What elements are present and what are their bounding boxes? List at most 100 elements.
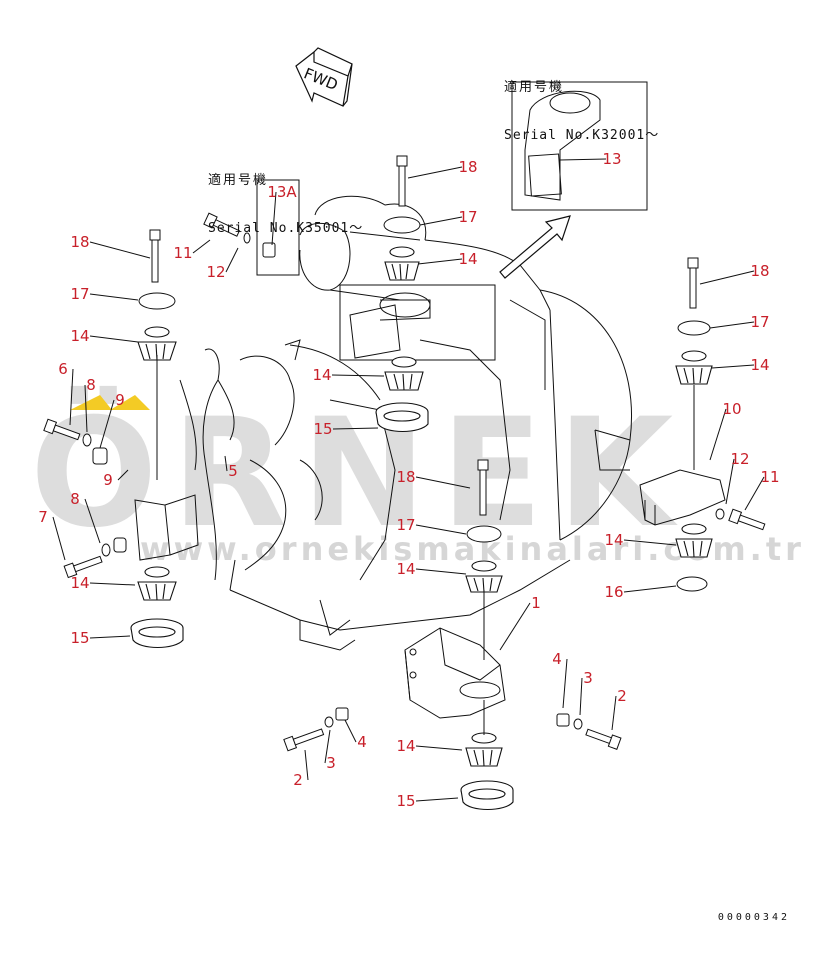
callout-11: 11 bbox=[173, 244, 192, 262]
collar-9-upper bbox=[92, 447, 108, 465]
callout-12: 12 bbox=[730, 450, 749, 468]
engine-outline bbox=[134, 81, 726, 719]
leader-line bbox=[709, 408, 727, 461]
callout-14: 14 bbox=[70, 574, 89, 592]
leader-line bbox=[89, 335, 139, 343]
collar-4-left bbox=[335, 707, 349, 721]
leader-line bbox=[419, 216, 463, 226]
rubber-mounts bbox=[130, 246, 713, 811]
washer-17-right bbox=[677, 320, 711, 336]
leader-line bbox=[225, 247, 239, 273]
part-13-box bbox=[339, 284, 496, 361]
watermark-accent-right bbox=[110, 395, 150, 410]
washer-16 bbox=[676, 576, 708, 592]
callout-17: 17 bbox=[70, 285, 89, 303]
serial-note-k35001-line2: Serial No.K35001～ bbox=[208, 221, 364, 236]
mount-14-c bbox=[384, 356, 424, 391]
bolt-6 bbox=[43, 418, 81, 441]
leader-line bbox=[304, 749, 309, 781]
leader-line bbox=[415, 476, 471, 489]
fwd-arrow-icon: FWD bbox=[295, 47, 353, 107]
leader-line bbox=[332, 427, 379, 430]
callout-12: 12 bbox=[206, 263, 225, 281]
leader-line bbox=[415, 568, 467, 575]
leader-line bbox=[52, 516, 66, 561]
callout-4: 4 bbox=[552, 650, 562, 668]
callout-3: 3 bbox=[583, 669, 593, 687]
leader-line bbox=[623, 539, 677, 546]
bolts bbox=[43, 155, 766, 752]
washer-8-top bbox=[82, 433, 92, 447]
callout-18: 18 bbox=[396, 468, 415, 486]
leader-line bbox=[415, 745, 463, 751]
callout-14: 14 bbox=[458, 250, 477, 268]
mount-14-b bbox=[137, 326, 177, 361]
leader-line bbox=[89, 635, 131, 639]
callout-16: 16 bbox=[604, 583, 623, 601]
mount-14-g bbox=[675, 523, 713, 558]
collar-9-lower bbox=[113, 537, 127, 553]
inset-pointer-arrow-icon bbox=[499, 215, 571, 279]
bolt-18-center bbox=[477, 459, 489, 516]
callout-5: 5 bbox=[228, 462, 238, 480]
leader-lines bbox=[52, 158, 765, 802]
leader-line bbox=[344, 719, 357, 743]
callout-1: 1 bbox=[531, 594, 541, 612]
leader-line bbox=[99, 399, 115, 449]
callout-13: 13 bbox=[602, 150, 621, 168]
bolt-11-top bbox=[203, 212, 241, 237]
bolt-2-right bbox=[585, 728, 622, 750]
callout-15: 15 bbox=[70, 629, 89, 647]
leader-line bbox=[415, 524, 467, 535]
callout-18: 18 bbox=[458, 158, 477, 176]
bolt-18-top bbox=[396, 155, 408, 207]
callout-14: 14 bbox=[312, 366, 331, 384]
bolt-18-left bbox=[149, 229, 161, 283]
washer-17-left bbox=[138, 292, 176, 310]
leader-line bbox=[331, 374, 385, 377]
leader-line bbox=[562, 658, 568, 709]
washer-8-low bbox=[101, 543, 111, 557]
leader-line bbox=[709, 321, 755, 329]
leader-line bbox=[417, 258, 463, 265]
bolt-18-right bbox=[687, 257, 699, 309]
callout-14: 14 bbox=[396, 560, 415, 578]
mount-14-f bbox=[465, 560, 503, 593]
part-13a-box bbox=[256, 179, 300, 276]
washers bbox=[82, 216, 725, 730]
callout-17: 17 bbox=[750, 313, 769, 331]
washer-12-right bbox=[715, 508, 725, 520]
mount-14-h bbox=[465, 732, 503, 767]
mount-14-d bbox=[675, 350, 713, 385]
leader-line bbox=[89, 293, 139, 301]
leader-line bbox=[499, 602, 531, 651]
callout-15: 15 bbox=[313, 420, 332, 438]
leader-line bbox=[711, 364, 755, 369]
stack-axes bbox=[156, 355, 695, 735]
leader-line bbox=[611, 695, 617, 731]
seat-15-c bbox=[460, 780, 514, 811]
document-id: 00000342 bbox=[717, 912, 790, 923]
leader-line bbox=[579, 677, 583, 716]
watermark-accent-left bbox=[70, 395, 112, 410]
leader-line bbox=[84, 498, 101, 544]
leader-line bbox=[699, 270, 755, 285]
leader-line bbox=[89, 582, 136, 586]
callout-14: 14 bbox=[750, 356, 769, 374]
callout-17: 17 bbox=[396, 516, 415, 534]
washer-12-top bbox=[243, 232, 251, 244]
seat-15-a bbox=[375, 402, 429, 433]
washer-17-center bbox=[466, 525, 502, 543]
bolt-11-right bbox=[728, 508, 766, 531]
leader-line bbox=[725, 458, 735, 505]
callout-15: 15 bbox=[396, 792, 415, 810]
callout-14: 14 bbox=[396, 737, 415, 755]
serial-note-k32001-line1: 適用号機 bbox=[504, 80, 565, 95]
callout-8: 8 bbox=[86, 376, 96, 394]
callout-8: 8 bbox=[70, 490, 80, 508]
washer-17-top bbox=[383, 216, 421, 234]
collar-4-right bbox=[556, 713, 570, 727]
callout-9: 9 bbox=[103, 471, 113, 489]
